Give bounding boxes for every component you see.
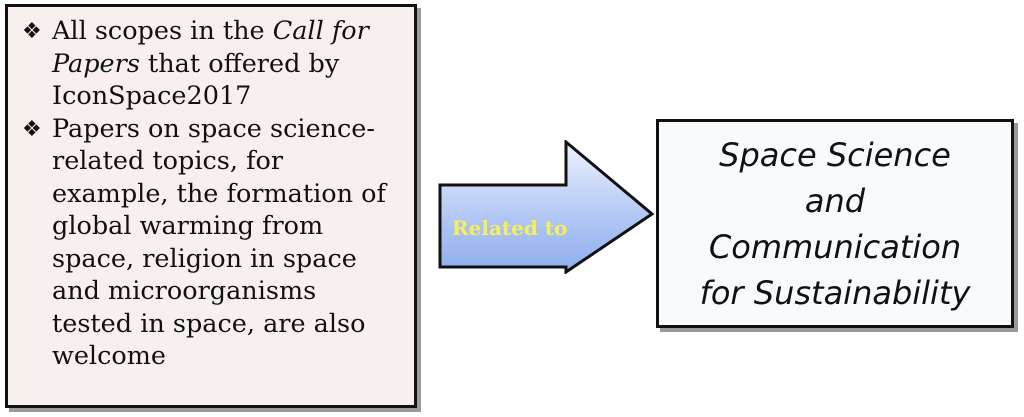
bullet1-italic: Call for Papers: [52, 16, 369, 79]
theme-line-2: and: [804, 181, 866, 220]
theme-line-3: Communication: [708, 227, 962, 266]
bullet1-part1: All scopes in the: [52, 16, 273, 46]
right-arrow-icon: [438, 140, 655, 274]
diamond-bullet-icon: ❖: [22, 116, 42, 142]
bullet-text-2: Papers on space science-related topics, …: [52, 113, 386, 372]
bullet-text-1: All scopes in the Call for Papers that o…: [52, 15, 404, 113]
bullet-item-space-topics: ❖ Papers on space science-related topics…: [22, 113, 404, 373]
bullet-item-call-for-papers: ❖ All scopes in the Call for Papers that…: [22, 15, 404, 113]
arrow-label: Related to: [452, 216, 568, 240]
theme-line-4: for Sustainability: [699, 273, 971, 312]
scopes-box: ❖ All scopes in the Call for Papers that…: [5, 4, 417, 408]
theme-line-1: Space Science: [719, 135, 951, 174]
theme-box: Space Science and Communication for Sust…: [656, 119, 1014, 328]
bullet1-part2: that offered by IconSpace2017: [52, 48, 340, 112]
diamond-bullet-icon: ❖: [22, 19, 42, 44]
